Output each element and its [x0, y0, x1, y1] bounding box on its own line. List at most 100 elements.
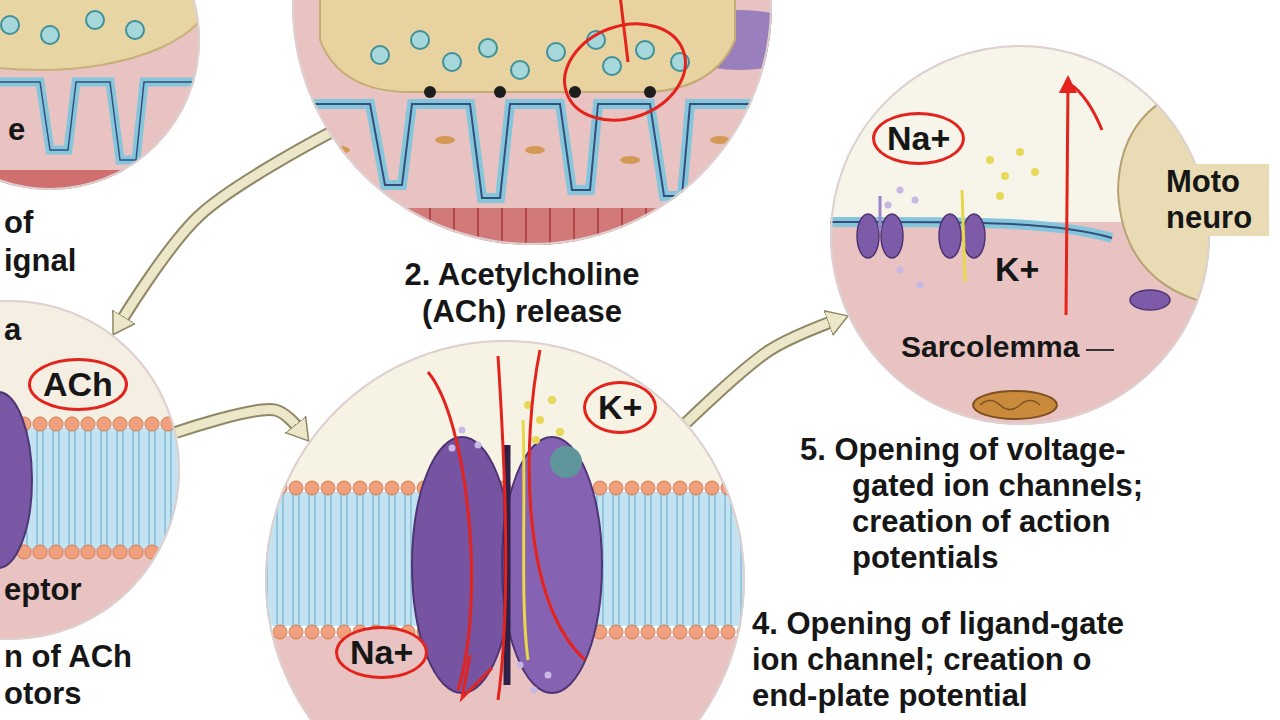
red-annotation-line: [498, 356, 506, 700]
step-circle: aACheptorn of ACh otors: [0, 300, 180, 640]
sodium-ion: [897, 267, 904, 274]
sodium-ion: [531, 687, 538, 694]
junctional-fold-line: [0, 82, 200, 160]
axon-terminal: [320, 0, 735, 92]
vesicle: [479, 39, 497, 57]
sodium-ion: [459, 427, 466, 434]
step-caption: n of ACh otors: [4, 638, 164, 712]
vesicle: [636, 41, 654, 59]
process-arrow-outline: [123, 133, 329, 318]
ion-path: [962, 190, 965, 282]
potassium-ion: [996, 192, 1004, 200]
step-circle: K+Na+4. Opening of ligand-gate ion chann…: [265, 340, 745, 720]
red-annotation-line: [462, 655, 492, 698]
part-label: Sarcolemma: [898, 330, 1082, 365]
red-annotation-line: [529, 350, 585, 660]
organelle: [525, 146, 545, 154]
mitochondrion-crista: [980, 401, 1040, 410]
lipid-heads: [0, 416, 180, 432]
potassium-ion: [1016, 148, 1024, 156]
calcium-channel: [424, 86, 656, 98]
vesicle: [443, 53, 461, 71]
step-circle: Na+K+Moto neuroSarcolemma5. Opening of v…: [830, 45, 1210, 425]
sodium-ion: [449, 445, 456, 452]
step-caption: 2. Acetylcholine (ACh) release: [382, 256, 662, 330]
voltage-gated-channel: [857, 214, 1170, 310]
red-annotation-arrow: [1066, 84, 1068, 315]
step-caption: 5. Opening of voltage- gated ion channel…: [800, 432, 1182, 576]
part-label: Moto neuro: [1163, 164, 1269, 236]
potassium-ion: [532, 436, 540, 444]
vesicle: [1, 16, 19, 34]
red-annotation-line: [1070, 84, 1102, 130]
potassium-ion: [1031, 168, 1039, 176]
circle-outline: [0, 0, 199, 189]
vesicle: [126, 21, 144, 39]
step-circle: 2. Acetylcholine (ACh) release: [292, 0, 772, 245]
circle-outline: [830, 45, 1210, 425]
axon-terminal: [0, 0, 210, 70]
sodium-ion: [885, 202, 892, 209]
sodium-ion: [475, 442, 482, 449]
sodium-ion: [885, 187, 924, 289]
organelle: [620, 156, 640, 164]
lipid-heads: [0, 544, 180, 560]
ion-label: K+: [995, 250, 1039, 289]
process-arrow: [176, 410, 297, 433]
vesicle: [603, 57, 621, 75]
vesicle: [86, 11, 104, 29]
muscle-striation: [0, 170, 200, 195]
ach-receptor: [0, 392, 32, 568]
process-arrow: [686, 322, 830, 422]
potassium-ion: [986, 156, 994, 164]
circle-outline: [265, 340, 745, 720]
voltage-gated-channel: [963, 214, 985, 258]
sodium-ion: [917, 282, 924, 289]
part-label: e: [8, 112, 25, 148]
process-arrow: [123, 133, 329, 318]
junctional-fold: [292, 104, 772, 198]
leader-line: [1086, 349, 1114, 351]
circle-outline: [293, 0, 771, 244]
calcium-channel: [644, 86, 656, 98]
vesicle: [411, 31, 429, 49]
voltage-gated-channel: [939, 214, 961, 258]
part-label: eptor: [4, 572, 82, 608]
calcium-channel: [424, 86, 436, 98]
organelle: [435, 136, 455, 144]
binding-scene: [0, 300, 180, 640]
part-label: a: [4, 312, 21, 348]
step-caption: 4. Opening of ligand-gate ion channel; c…: [752, 606, 1144, 714]
circle-outline: [266, 341, 744, 720]
calcium-channel: [494, 86, 506, 98]
ion-label: Na+: [335, 626, 428, 679]
sodium-ion: [897, 187, 904, 194]
release-scene: [292, 0, 810, 248]
junctional-fold-line: [292, 104, 772, 198]
sodium-ion: [517, 662, 524, 669]
potassium-ion: [1001, 172, 1009, 180]
calcium-channel: [569, 86, 581, 98]
channel-scene: [265, 340, 745, 720]
potassium-ion: [556, 428, 564, 436]
process-arrow: [123, 133, 329, 318]
ion-label: Na+: [872, 112, 965, 165]
vesicle: [371, 46, 389, 64]
organelle: [330, 136, 730, 164]
vesicle: [371, 31, 689, 79]
ion-label: K+: [583, 381, 657, 434]
muscle-striation: [292, 208, 772, 248]
circle-outline: [831, 46, 1209, 424]
junctional-fold: [0, 82, 200, 160]
sodium-ion: [912, 197, 919, 204]
step-caption: of ignal: [4, 204, 84, 280]
circle-outline: [292, 0, 772, 245]
sodium-ion: [545, 672, 552, 679]
red-annotation-line: [428, 372, 472, 690]
vesicle: [41, 26, 59, 44]
voltage-gated-channel: [857, 214, 879, 258]
action-potential-scene: [830, 45, 1215, 432]
circle-outline: [0, 0, 200, 190]
